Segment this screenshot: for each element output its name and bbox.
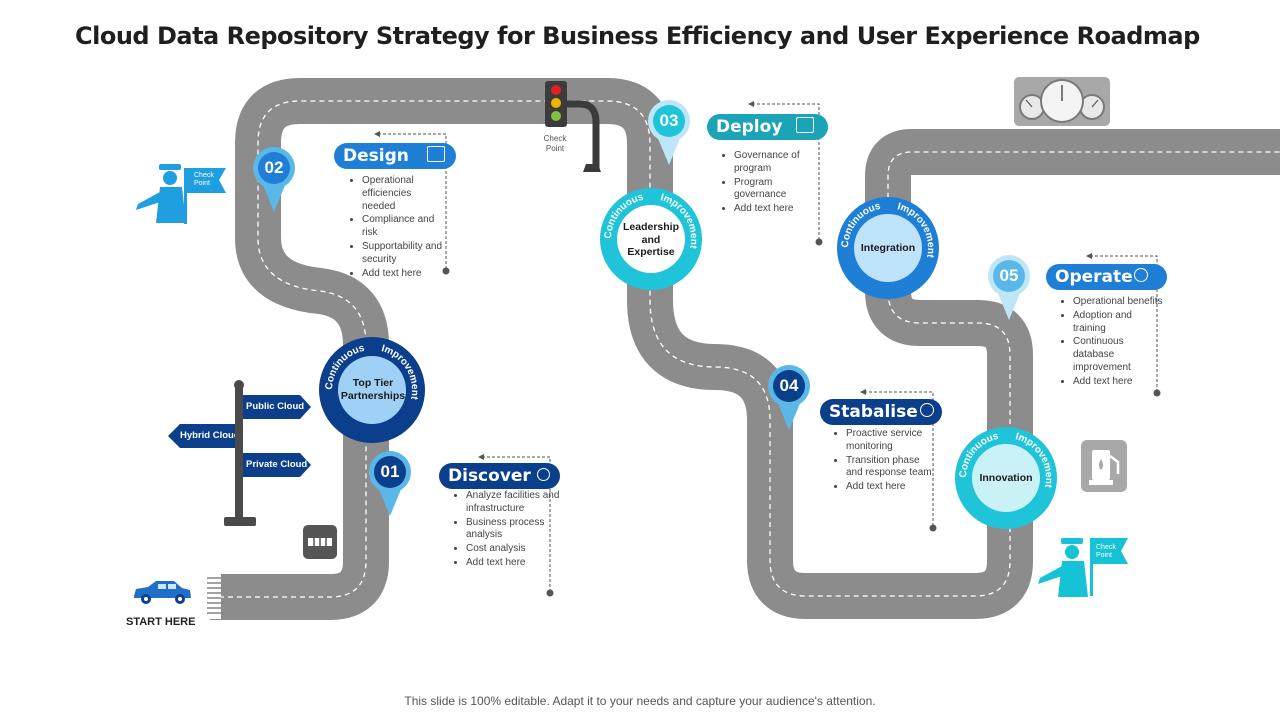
circle-label-top-tier: Top Tier Partnerships — [340, 377, 406, 402]
pin-01 — [369, 451, 411, 516]
browser-icon — [426, 146, 445, 162]
stage-title-operate: Operate — [1046, 264, 1167, 290]
list-item: Continuous database improvement — [1073, 335, 1163, 374]
gears-icon — [919, 403, 934, 417]
magnifier-icon — [536, 467, 550, 481]
check-flag-label-right: Check Point — [1096, 544, 1116, 559]
list-item: Operational benefits — [1073, 295, 1163, 309]
connectors — [378, 103, 1158, 592]
check-flag-label-left: Check Point — [194, 172, 214, 187]
fuel-pump-icon — [1081, 440, 1127, 492]
signpost-private-cloud: Private Cloud — [246, 459, 308, 470]
stage-number-03: 03 — [659, 111, 679, 130]
circle-label-integration: Integration — [860, 242, 916, 254]
stage-list-operate: Operational benefits Adoption and traini… — [1059, 295, 1163, 389]
start-here-label: START HERE — [126, 616, 196, 628]
stage-number-01: 01 — [380, 462, 400, 481]
stage-title-discover-text: Discover — [448, 466, 531, 486]
list-item: Add text here — [1073, 375, 1163, 389]
check-point-label: Check Point — [543, 134, 567, 153]
stage-list-discover: Analyze facilities and infrastructure Bu… — [452, 489, 566, 570]
slide-title: Cloud Data Repository Strategy for Busin… — [75, 22, 1200, 50]
connector-ends — [374, 101, 1161, 597]
hierarchy-icon — [796, 117, 815, 133]
circle-label-leadership: Leadership and Expertise — [622, 221, 680, 258]
list-item: Program governance — [734, 176, 818, 203]
stage-title-stabalise: Stabalise — [820, 399, 942, 425]
list-item: Add text here — [466, 556, 566, 570]
barrier-icon — [303, 525, 337, 559]
stage-number-04: 04 — [779, 376, 799, 395]
stage-list-deploy: Governance of program Program governance… — [720, 149, 818, 216]
speedometer-icon — [1014, 77, 1110, 126]
traffic-light-icon — [545, 81, 601, 172]
signpost-public-cloud: Public Cloud — [246, 401, 305, 412]
stage-list-design: Operational efficiencies needed Complian… — [348, 174, 446, 280]
stage-title-discover: Discover — [439, 463, 560, 489]
list-item: Compliance and risk — [362, 213, 446, 240]
stage-title-design-text: Design — [343, 146, 409, 166]
car-icon — [134, 581, 191, 604]
list-item: Add text here — [734, 202, 818, 216]
circle-top-tier: Continuous Improvement — [316, 336, 431, 443]
signpost-hybrid-cloud: Hybrid Cloud — [180, 430, 235, 441]
settings-icon — [1133, 268, 1148, 282]
footer-note: This slide is 100% editable. Adapt it to… — [404, 694, 876, 708]
stage-list-stabalise: Proactive service monitoring Transition … — [832, 427, 934, 494]
pin-03 — [648, 100, 690, 165]
list-item: Business process analysis — [466, 516, 566, 543]
traffic-officer-left-icon — [136, 164, 226, 224]
list-item: Analyze facilities and infrastructure — [466, 489, 566, 516]
list-item: Add text here — [846, 480, 934, 494]
pin-02 — [253, 147, 295, 212]
road — [207, 78, 1280, 620]
list-item: Adoption and training — [1073, 309, 1163, 336]
traffic-officer-right-icon — [1038, 538, 1128, 597]
list-item: Add text here — [362, 267, 446, 281]
list-item: Supportability and security — [362, 240, 446, 267]
list-item: Cost analysis — [466, 542, 566, 556]
start-line — [207, 573, 221, 619]
list-item: Governance of program — [734, 149, 818, 176]
pin-05 — [988, 255, 1030, 320]
list-item: Operational efficiencies needed — [362, 174, 446, 213]
circle-label-innovation: Innovation — [979, 472, 1033, 484]
stage-title-stabalise-text: Stabalise — [829, 402, 918, 422]
road-centerline — [210, 100, 1280, 598]
stage-title-operate-text: Operate — [1055, 267, 1133, 287]
list-item: Proactive service monitoring — [846, 427, 934, 454]
stage-number-02: 02 — [264, 158, 284, 177]
signpost-icon — [168, 380, 311, 526]
stage-title-design: Design — [334, 143, 456, 169]
stage-title-deploy-text: Deploy — [716, 117, 783, 137]
stage-title-deploy: Deploy — [707, 114, 828, 140]
list-item: Transition phase and response team — [846, 454, 934, 481]
pin-04 — [768, 365, 810, 430]
stage-number-05: 05 — [999, 266, 1019, 285]
